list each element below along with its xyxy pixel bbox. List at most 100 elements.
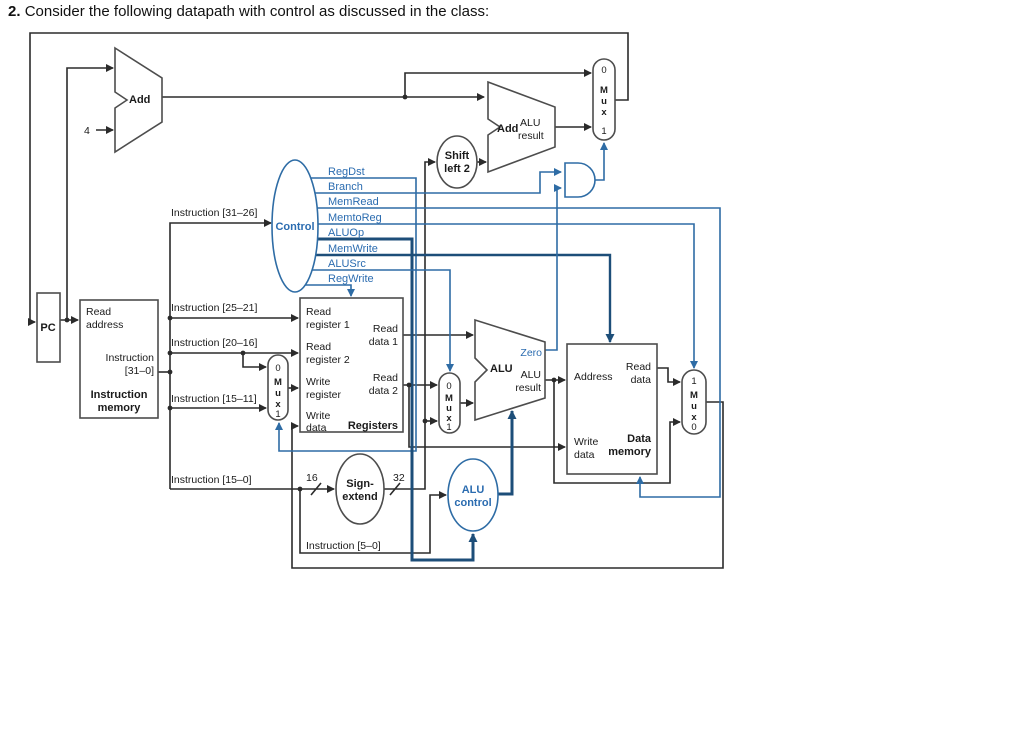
junction-dot <box>240 350 246 356</box>
registers-box <box>299 297 404 433</box>
branch-adder-result-label: result <box>518 130 544 142</box>
alu-zero-label: Zero <box>520 347 542 359</box>
question-title: 2. Consider the following datapath with … <box>8 3 489 20</box>
pc-adder-shape <box>114 46 163 154</box>
question-number: 2. <box>8 3 21 20</box>
pc-label: PC <box>40 322 55 334</box>
memwrite-signal-wire <box>295 253 615 343</box>
pcplus4-to-mux-wire <box>404 69 592 97</box>
reg-write-data-label: Write <box>306 410 330 422</box>
memtoreg-mux-1: 1 <box>691 376 696 387</box>
sign-extend-oval <box>335 453 385 525</box>
regwrite-signal-wire <box>295 284 355 297</box>
alusrc-mux-x: x <box>446 413 452 424</box>
signal-label-regdst: RegDst <box>328 166 365 178</box>
instr-20-16-mux-wire <box>242 353 267 371</box>
const4-label: 4 <box>84 125 90 137</box>
write-register-label: Write <box>306 376 330 388</box>
branch-and-gate <box>564 162 596 198</box>
junction-dot <box>167 369 173 375</box>
pcsrc-mux-1: 1 <box>601 126 606 137</box>
alu-shape <box>474 318 546 422</box>
alu-result-label: result <box>515 382 541 394</box>
junction-dot <box>551 377 557 383</box>
pcsrc-mux-x: x <box>601 107 607 118</box>
registers-label: Registers <box>348 420 398 432</box>
memtoreg-mux-0: 0 <box>691 422 696 433</box>
regdst-mux-0: 0 <box>275 363 280 374</box>
junction-dot <box>167 350 173 356</box>
imem-instruction-out-label: [31–0] <box>125 365 154 377</box>
alusrc-mux-1: 1 <box>446 422 451 433</box>
instr-25-21-label: Instruction [25–21] <box>171 302 257 314</box>
control-wires <box>275 142 721 562</box>
junction-dot <box>167 405 173 411</box>
data-memory-box <box>566 343 658 475</box>
regdst-mux-m: M <box>274 377 282 388</box>
branch-adder-shape <box>487 80 556 174</box>
sign-extend-label: Sign- <box>346 478 374 490</box>
alusrc-mux-u: u <box>446 403 452 414</box>
junction-dot <box>167 315 173 321</box>
memread-signal-wire <box>295 207 721 498</box>
read-data2-label: data 2 <box>369 385 398 397</box>
instruction-memory-label: memory <box>98 402 142 414</box>
shift-left2-oval <box>436 135 478 189</box>
alusrc-signal-wire <box>295 269 454 372</box>
signal-label-regwrite: RegWrite <box>328 273 374 285</box>
imem-read-address-label: Read <box>86 306 111 318</box>
bit-width-16-label: 16 <box>306 472 318 484</box>
regdst-mux-u: u <box>275 388 281 399</box>
junction-dot <box>402 94 408 100</box>
pcsrc-mux-m: M <box>600 85 608 96</box>
instruction-memory-label: Instruction <box>91 389 148 401</box>
regdst-mux <box>267 354 289 421</box>
pc-feedback-wire <box>28 32 629 326</box>
instruction-memory-box <box>79 299 159 419</box>
bus-width-slash-32 <box>389 482 401 496</box>
regdst-signal-wire <box>275 177 417 452</box>
reg-write-data-label: data <box>306 422 327 434</box>
shift-left2-label: Shift <box>445 150 470 162</box>
memtoreg-mux-m: M <box>690 390 698 401</box>
instr-15-0-label: Instruction [15–0] <box>171 474 252 486</box>
signal-label-memtoreg: MemtoReg <box>328 212 382 224</box>
dmem-address-label: Address <box>574 371 613 383</box>
regdst-mux-1: 1 <box>275 409 280 420</box>
memtoreg-mux <box>681 369 707 435</box>
alucontrol-to-alu-wire <box>498 410 517 496</box>
instr-31-26-label: Instruction [31–26] <box>171 207 257 219</box>
signal-label-memwrite: MemWrite <box>328 243 378 255</box>
read-data1-label: data 1 <box>369 336 398 348</box>
junction-dot <box>297 486 303 492</box>
control-unit-oval <box>271 159 319 293</box>
alu-result-to-mux-wire <box>553 380 681 484</box>
data-memory-label: Data <box>627 433 652 445</box>
dmem-read-data-label: Read <box>626 361 651 373</box>
zero-wire <box>545 184 562 351</box>
read-register1-label: register 1 <box>306 319 350 331</box>
dmem-write-data-label: Write <box>574 436 598 448</box>
instr-20-16-label: Instruction [20–16] <box>171 337 257 349</box>
alu-result-label: ALU <box>521 369 541 381</box>
regdst-mux-x: x <box>275 399 281 410</box>
alusrc-mux-m: M <box>445 393 453 404</box>
pcsrc-mux-0: 0 <box>601 65 606 76</box>
signal-label-memread: MemRead <box>328 196 379 208</box>
data-memory-label: memory <box>608 446 652 458</box>
mem-read-data-wire <box>657 367 681 386</box>
alu-control-oval <box>447 458 499 532</box>
read-register2-label: Read <box>306 341 331 353</box>
branch-adder-label: Add <box>497 123 518 135</box>
control-label: Control <box>275 221 314 233</box>
alu-label: ALU <box>490 363 513 375</box>
aluop-signal-wire <box>295 237 478 562</box>
pc-adder-label: Add <box>129 94 150 106</box>
memtoreg-mux-u: u <box>691 401 697 412</box>
imem-instruction-out-label: Instruction <box>106 352 155 364</box>
alu-control-label: control <box>454 497 491 509</box>
junction-dot <box>422 418 428 424</box>
signext-to-shift-wire <box>384 158 436 490</box>
